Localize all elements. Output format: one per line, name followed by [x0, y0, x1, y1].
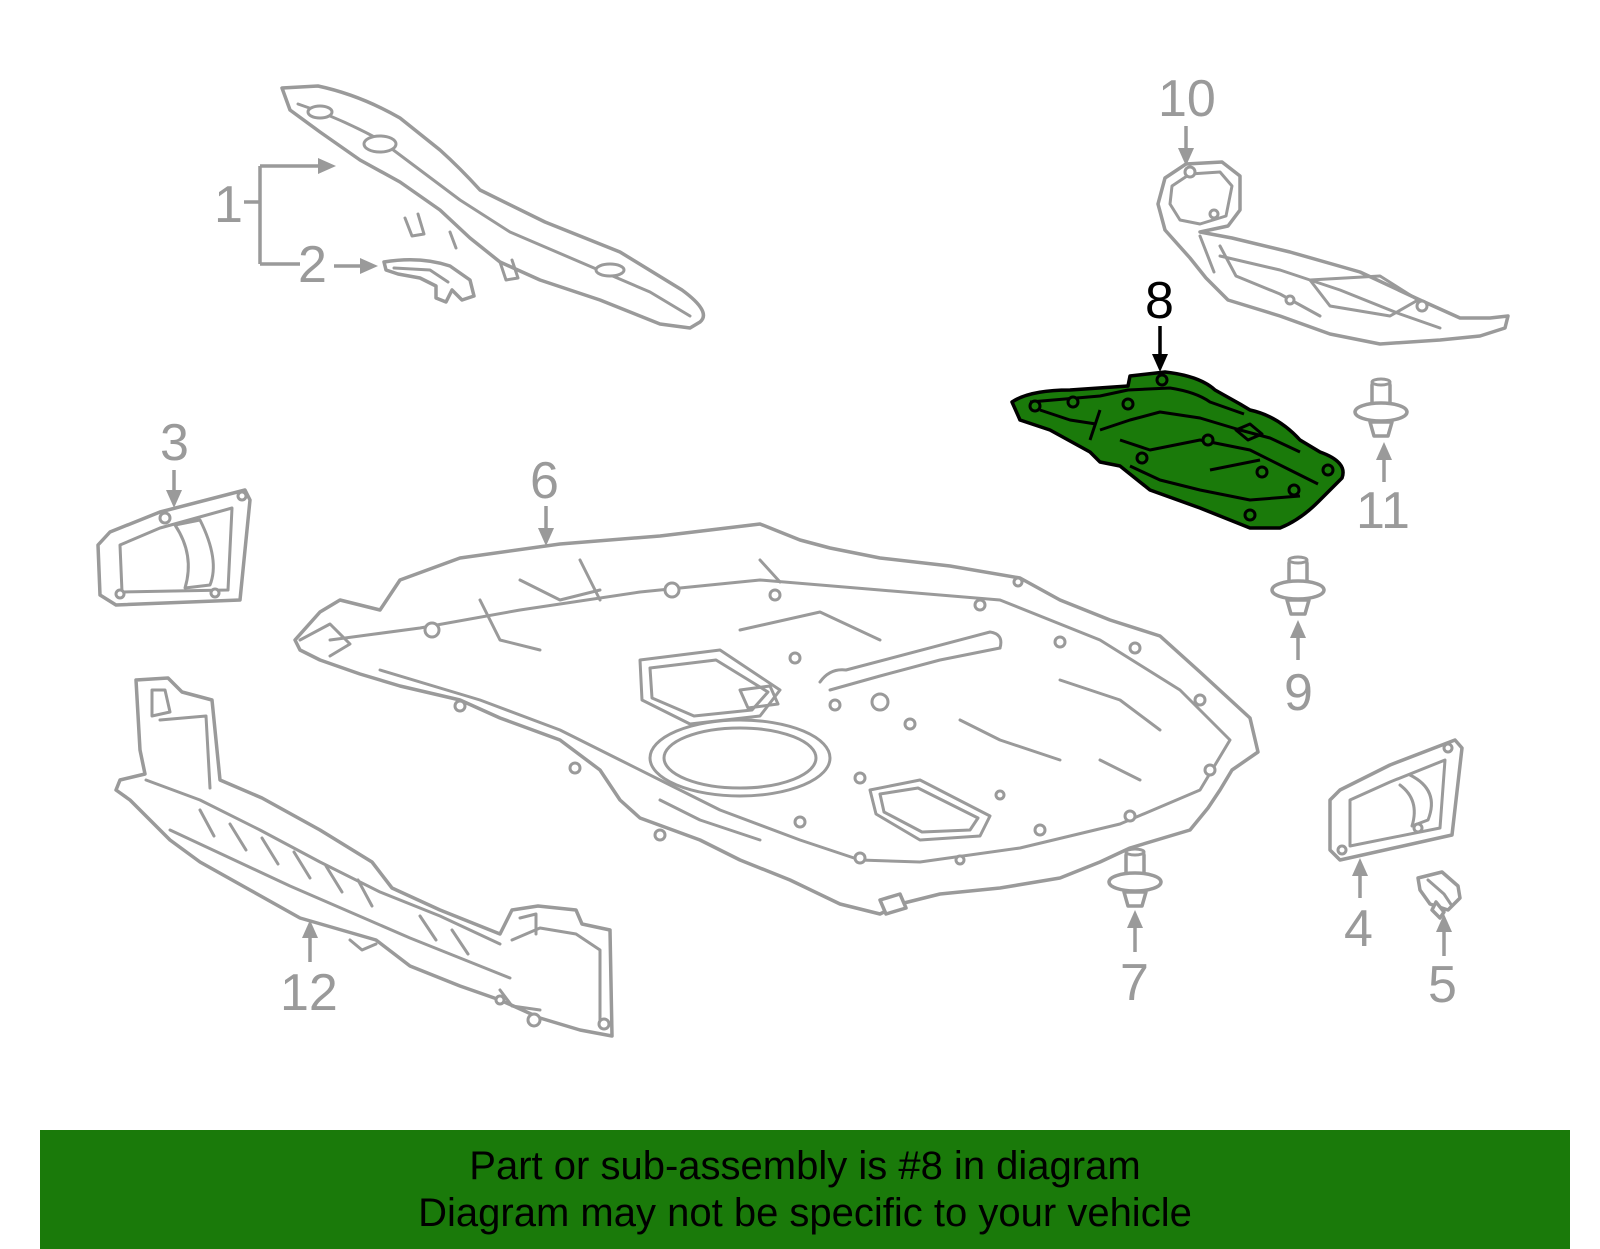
part-8-highlighted-cover[interactable]: [1010, 370, 1345, 530]
part-11-clip[interactable]: [1353, 377, 1409, 438]
info-banner: Part or sub-assembly is #8 in diagram Di…: [40, 1130, 1570, 1249]
callout-label-2: 2: [298, 236, 327, 294]
callout-6: 6: [530, 452, 559, 546]
callout-2: 2: [298, 236, 378, 294]
part-10-rear-shield[interactable]: [1156, 160, 1510, 346]
callout-label-12: 12: [280, 964, 338, 1022]
part-9-clip[interactable]: [1270, 555, 1326, 616]
part-12-front-lower-shield[interactable]: [114, 676, 614, 1038]
callout-label-10: 10: [1158, 70, 1216, 128]
callout-label-8: 8: [1145, 272, 1174, 330]
part-6-main-under-cover[interactable]: [293, 522, 1260, 916]
part-5-bolt[interactable]: [1416, 870, 1462, 920]
part-2-bracket[interactable]: [382, 258, 476, 304]
callout-5: 5: [1428, 914, 1457, 1014]
callout-label-1: 1: [214, 176, 243, 234]
banner-line-part-number: Part or sub-assembly is #8 in diagram: [469, 1144, 1141, 1188]
callout-label-5: 5: [1428, 956, 1457, 1014]
banner-line-disclaimer: Diagram may not be specific to your vehi…: [418, 1191, 1192, 1235]
callout-10: 10: [1158, 70, 1216, 166]
callout-4: 4: [1344, 858, 1373, 958]
callout-9: 9: [1284, 620, 1313, 722]
part-4-right-splash-shield[interactable]: [1328, 738, 1464, 862]
callout-label-9: 9: [1284, 664, 1313, 722]
callout-11: 11: [1356, 442, 1410, 540]
callout-12: 12: [280, 920, 338, 1022]
callout-label-3: 3: [160, 414, 189, 472]
callout-3: 3: [160, 414, 189, 508]
part-7-clip[interactable]: [1107, 847, 1163, 908]
callout-1: 1: [214, 158, 336, 266]
callout-label-6: 6: [530, 452, 559, 510]
part-3-left-splash-shield[interactable]: [96, 488, 252, 607]
callout-label-7: 7: [1120, 954, 1149, 1012]
part-1-upper-shield[interactable]: [280, 84, 706, 330]
callout-label-4: 4: [1344, 900, 1373, 958]
callout-label-11: 11: [1356, 482, 1410, 540]
callout-7: 7: [1120, 910, 1149, 1012]
callout-8: 8: [1145, 272, 1174, 372]
